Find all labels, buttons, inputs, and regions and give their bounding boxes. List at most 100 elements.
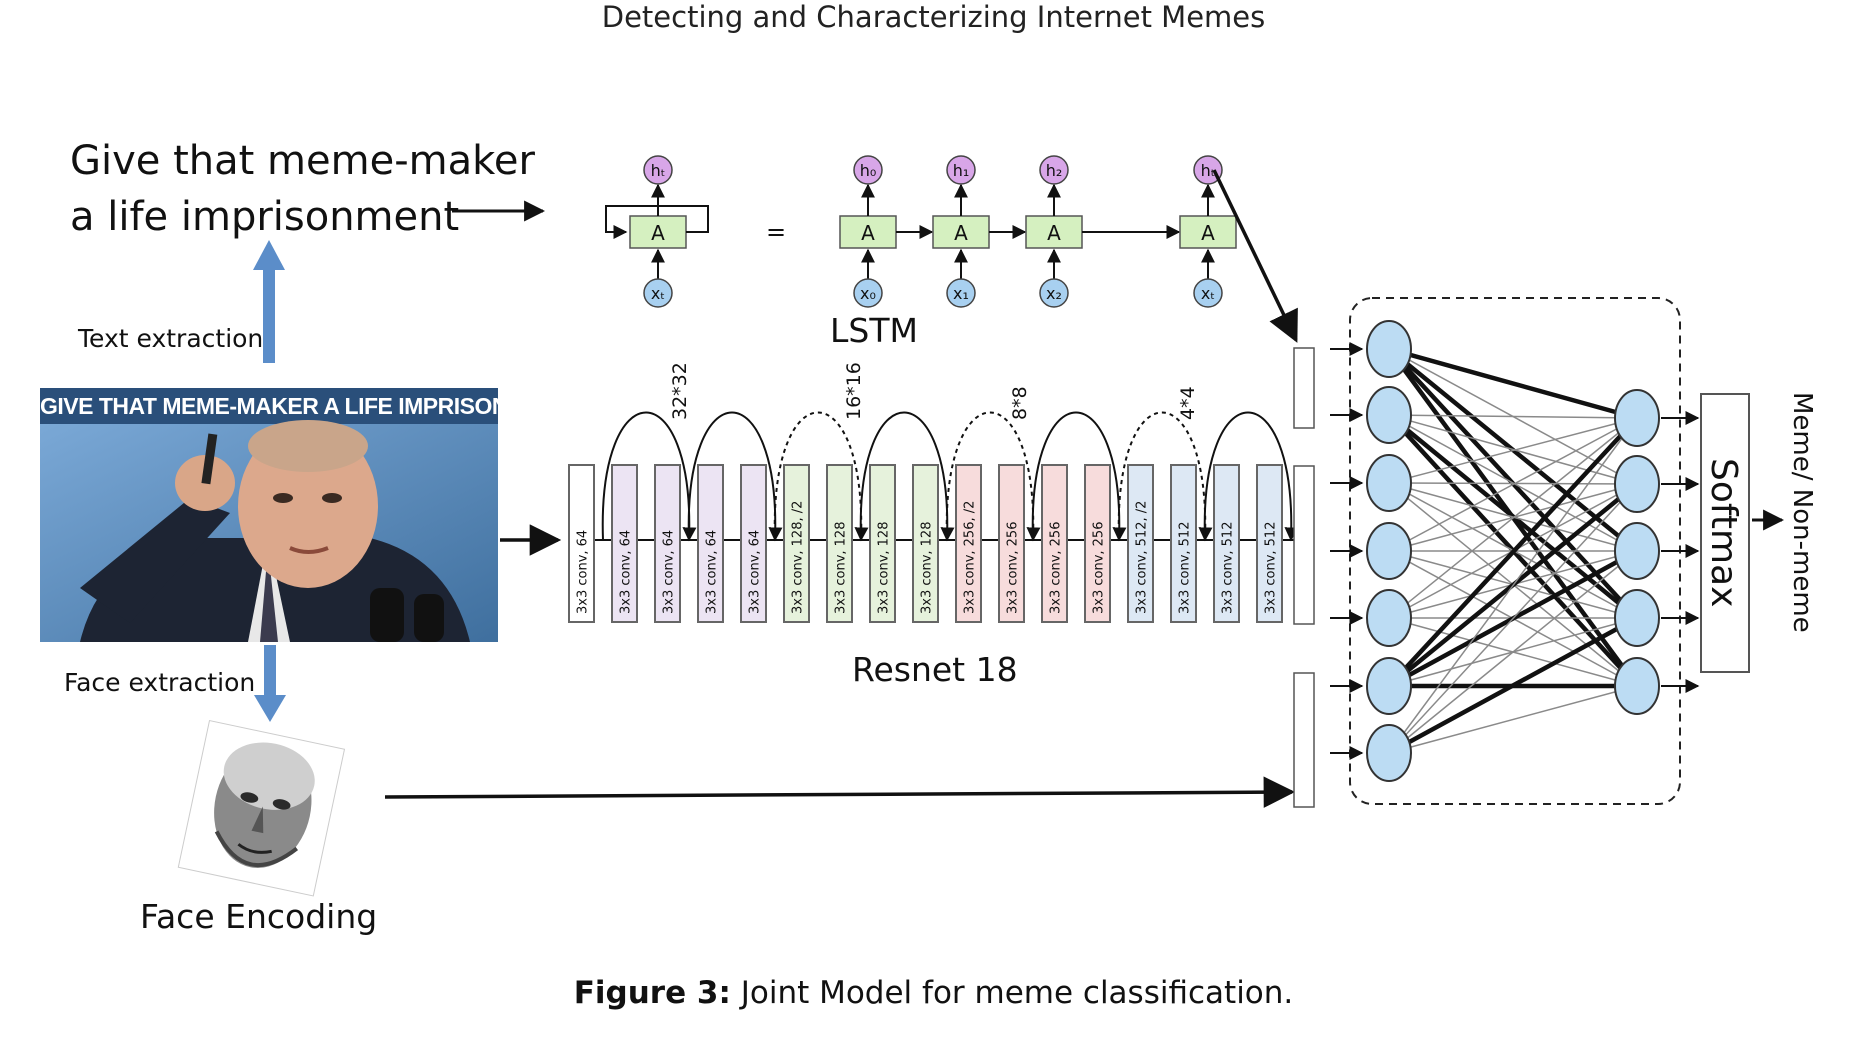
lstm-input-node bbox=[643, 278, 673, 308]
softmax-label: Softmax bbox=[1703, 458, 1744, 607]
lstm-cell-box bbox=[1179, 215, 1237, 249]
resnet-layer-box bbox=[1256, 464, 1283, 623]
resnet-layer: 3x3 conv, 128 bbox=[912, 464, 939, 623]
resnet-layer-label: 3x3 conv, 64 bbox=[662, 530, 677, 614]
face-encoding-image bbox=[177, 719, 346, 897]
lstm-input-label: x₀ bbox=[860, 284, 876, 303]
resnet-layer-label: 3x3 conv, 512 bbox=[1221, 522, 1236, 614]
network-edge bbox=[1388, 417, 1638, 754]
figure-caption: Figure 3: Joint Model for meme classific… bbox=[0, 975, 1867, 1011]
input-node bbox=[1366, 589, 1412, 647]
resnet-layer-label: 3x3 conv, 128 bbox=[920, 522, 935, 614]
resnet-layer-box bbox=[998, 464, 1025, 623]
network-edge bbox=[1388, 414, 1638, 419]
resnet-layer: 3x3 conv, 256, /2 bbox=[955, 464, 982, 623]
resnet-layer-label: 3x3 conv, 64 bbox=[705, 530, 720, 614]
dense-network bbox=[1330, 320, 1700, 782]
resnet-layer-box bbox=[654, 464, 681, 623]
lstm-input-node bbox=[946, 278, 976, 308]
network-edge bbox=[1388, 417, 1638, 619]
resnet-layer: 3x3 conv, 256 bbox=[998, 464, 1025, 623]
face-encoding-arrow bbox=[384, 776, 1296, 808]
lstm-label: LSTM bbox=[830, 311, 918, 350]
face-encoding-label: Face Encoding bbox=[140, 897, 377, 936]
network-edge bbox=[1388, 414, 1638, 485]
resnet-diagram: 3x3 conv, 64 3x3 conv, 64 3x3 conv, 64 3x3 … bbox=[568, 362, 1308, 623]
resnet-layer-box bbox=[1084, 464, 1111, 623]
resnet-feature-vector bbox=[1293, 465, 1315, 625]
resnet-layer: 3x3 conv, 64 bbox=[654, 464, 681, 623]
lstm-hidden-label: h₂ bbox=[1046, 161, 1063, 180]
network-edge bbox=[1388, 346, 1638, 421]
network-edge bbox=[1388, 550, 1638, 754]
resnet-layer: 3x3 conv, 512 bbox=[1170, 464, 1197, 623]
input-node bbox=[1366, 724, 1412, 782]
network-edge bbox=[1388, 417, 1638, 484]
input-text-line-1: Give that meme-maker bbox=[70, 138, 535, 184]
resnet-layer-label: 3x3 conv, 512 bbox=[1264, 522, 1279, 614]
resnet-layer-box bbox=[912, 464, 939, 623]
resnet-layer-box bbox=[1213, 464, 1240, 623]
input-node bbox=[1366, 386, 1412, 444]
lstm-cell-label: A bbox=[954, 221, 968, 245]
resnet-layer-label: 3x3 conv, 256, /2 bbox=[963, 501, 978, 614]
network-edge bbox=[1388, 685, 1638, 754]
lstm-input-label: x₁ bbox=[953, 284, 969, 303]
lstm-input-node bbox=[1039, 278, 1069, 308]
resnet-layer-box bbox=[783, 464, 810, 623]
network-edge bbox=[1387, 616, 1639, 755]
resnet-layer-label: 3x3 conv, 256 bbox=[1049, 522, 1064, 614]
resnet-layer-box bbox=[869, 464, 896, 623]
resnet-layer-box bbox=[1041, 464, 1068, 623]
resnet-feature-size-label: 4*4 bbox=[1177, 386, 1199, 420]
resnet-skip-connection bbox=[945, 411, 1041, 542]
face-extraction-label: Face extraction bbox=[64, 668, 255, 697]
lstm-output-arrow bbox=[1212, 169, 1298, 343]
resnet-layer-label: 3x3 conv, 64 bbox=[619, 530, 634, 614]
lstm-hidden-label: hₜ bbox=[1201, 161, 1216, 180]
face-feature-vector bbox=[1293, 672, 1315, 808]
resnet-layer: 3x3 conv, 256 bbox=[1041, 464, 1068, 623]
lstm-hidden-node bbox=[643, 155, 673, 185]
network-edge bbox=[1388, 417, 1638, 552]
lstm-hidden-node bbox=[853, 155, 883, 185]
lstm-hidden-label: hₜ bbox=[651, 161, 666, 180]
lstm-hidden-node bbox=[1193, 155, 1223, 185]
resnet-layer-label: 3x3 conv, 128, /2 bbox=[791, 501, 806, 614]
resnet-layer-label: 3x3 conv, 512 bbox=[1178, 522, 1193, 614]
resnet-layer-label: 3x3 conv, 256 bbox=[1006, 522, 1021, 614]
resnet-feature-size-label: 32*32 bbox=[669, 362, 691, 420]
resnet-layer: 3x3 conv, 512 bbox=[1256, 464, 1283, 623]
softmax-box bbox=[1700, 393, 1750, 673]
resnet-feature-size-label: 8*8 bbox=[1009, 386, 1031, 420]
lstm-cell-label: A bbox=[651, 221, 665, 245]
resnet-layer-box bbox=[740, 464, 767, 623]
lstm-hidden-node bbox=[946, 155, 976, 185]
lstm-input-label: x₂ bbox=[1046, 284, 1062, 303]
face-extraction-arrow bbox=[254, 645, 286, 722]
resnet-layer-box bbox=[1170, 464, 1197, 623]
lstm-equals-sign: = bbox=[766, 218, 786, 246]
meme-banner-text: GIVE THAT MEME-MAKER A LIFE IMPRISONMENT bbox=[40, 388, 498, 424]
lstm-hidden-label: h₁ bbox=[953, 161, 970, 180]
lstm-input-label: xₜ bbox=[1201, 284, 1215, 303]
output-node bbox=[1614, 657, 1660, 715]
lstm-cell-label: A bbox=[861, 221, 875, 245]
resnet-layer-box bbox=[826, 464, 853, 623]
resnet-skip-connection bbox=[601, 411, 697, 542]
resnet-layer-box bbox=[955, 464, 982, 623]
resnet-skip-connection bbox=[1203, 411, 1299, 542]
output-node bbox=[1614, 522, 1660, 580]
resnet-skip-connection bbox=[859, 411, 955, 542]
output-node bbox=[1614, 389, 1660, 447]
output-label: Meme/ Non-meme bbox=[1787, 392, 1817, 633]
text-extraction-label: Text extraction bbox=[77, 324, 263, 353]
resnet-layer-box bbox=[1127, 464, 1154, 623]
resnet-layer-label: 3x3 conv, 128 bbox=[834, 522, 849, 614]
resnet-layer: 3x3 conv, 128 bbox=[826, 464, 853, 623]
